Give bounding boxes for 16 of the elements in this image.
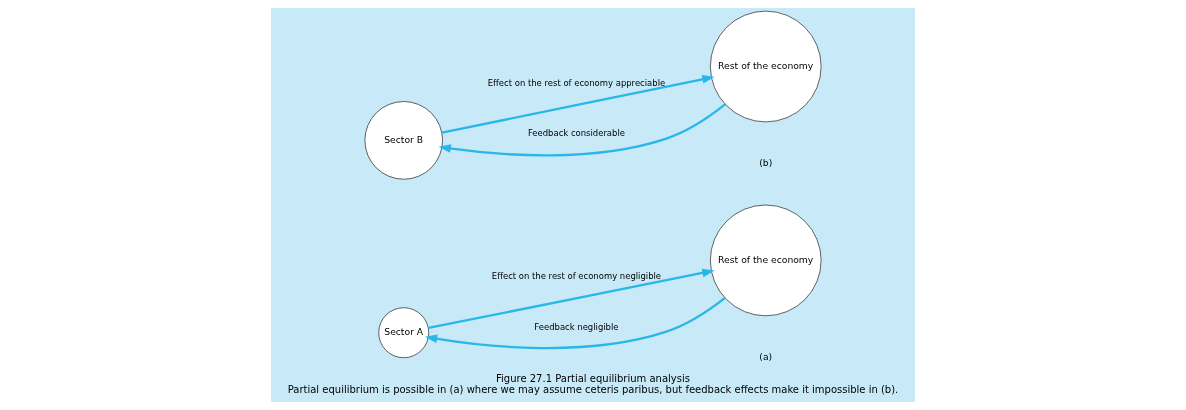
node-circle: Rest of the economy [709, 10, 822, 123]
edge-label: Feedback negligible [534, 321, 619, 332]
label: (b) [759, 156, 773, 168]
node-circle: Sector A [378, 307, 430, 359]
arrow [428, 268, 715, 330]
arrow [424, 297, 726, 350]
edge-label: Effect on the rest of economy appreciable [487, 78, 666, 89]
node-circle: Rest of the economy [709, 204, 822, 317]
node-circle: Sector B [364, 101, 443, 180]
arrow [441, 75, 715, 134]
edge-label: Feedback considerable [527, 128, 625, 139]
diagram-title: Figure 27.1 Partial equilibrium analysis [496, 373, 690, 385]
arrow [438, 103, 726, 157]
edge-label: Effect on the rest of economy negligible [491, 271, 662, 282]
label: (a) [759, 350, 773, 362]
caption: Partial equilibrium is possible in (a) where we may assume ceteris paribus, but feedback effects make it impossible in (b). [287, 384, 899, 396]
